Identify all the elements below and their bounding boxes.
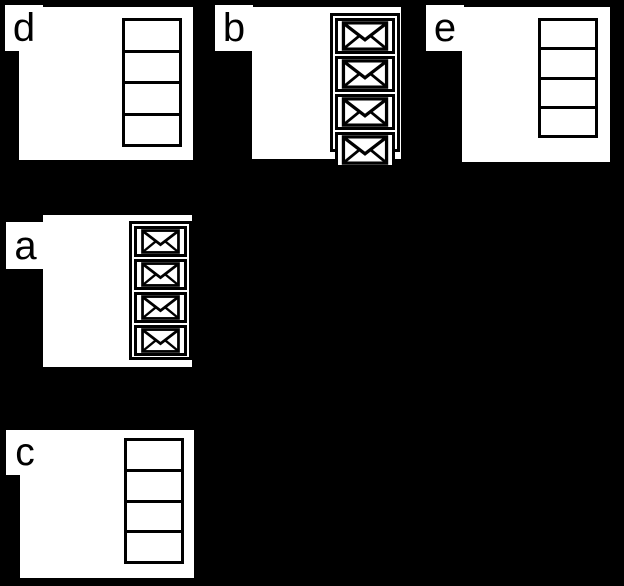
envelope-icon <box>141 295 180 320</box>
stack-row <box>127 499 181 531</box>
envelope-icon <box>341 59 389 89</box>
stack-row <box>335 56 395 92</box>
stack-d <box>122 18 182 147</box>
envelope-icon <box>141 262 180 287</box>
panel-label-e: e <box>426 5 464 51</box>
envelope-icon <box>341 21 389 51</box>
stack-row <box>134 325 187 356</box>
stack-row <box>335 18 395 54</box>
stack-row <box>125 112 179 144</box>
stack-row <box>125 49 179 81</box>
envelope-icon <box>141 229 180 254</box>
stack-a <box>129 221 192 360</box>
stack-row <box>127 441 181 469</box>
stack-c <box>124 438 184 564</box>
stack-row <box>134 226 187 257</box>
stack-row <box>127 530 181 561</box>
envelope-icon <box>141 328 180 353</box>
panel-label-c: c <box>6 430 44 475</box>
envelope-icon <box>341 135 389 165</box>
panel-label-a: a <box>6 222 45 269</box>
stack-e <box>538 18 598 138</box>
envelope-icon <box>341 97 389 127</box>
panel-label-b: b <box>215 5 253 51</box>
stack-row <box>127 468 181 500</box>
stack-row <box>335 94 395 130</box>
stack-row <box>134 292 187 323</box>
stack-row <box>335 132 395 168</box>
panel-label-d: d <box>5 5 43 51</box>
stack-row <box>541 47 595 77</box>
stack-row <box>125 21 179 50</box>
stack-row <box>134 259 187 290</box>
stack-row <box>541 105 595 135</box>
stack-b <box>330 13 400 168</box>
stack-row <box>541 21 595 48</box>
stack-row <box>541 76 595 106</box>
stack-row <box>125 81 179 113</box>
